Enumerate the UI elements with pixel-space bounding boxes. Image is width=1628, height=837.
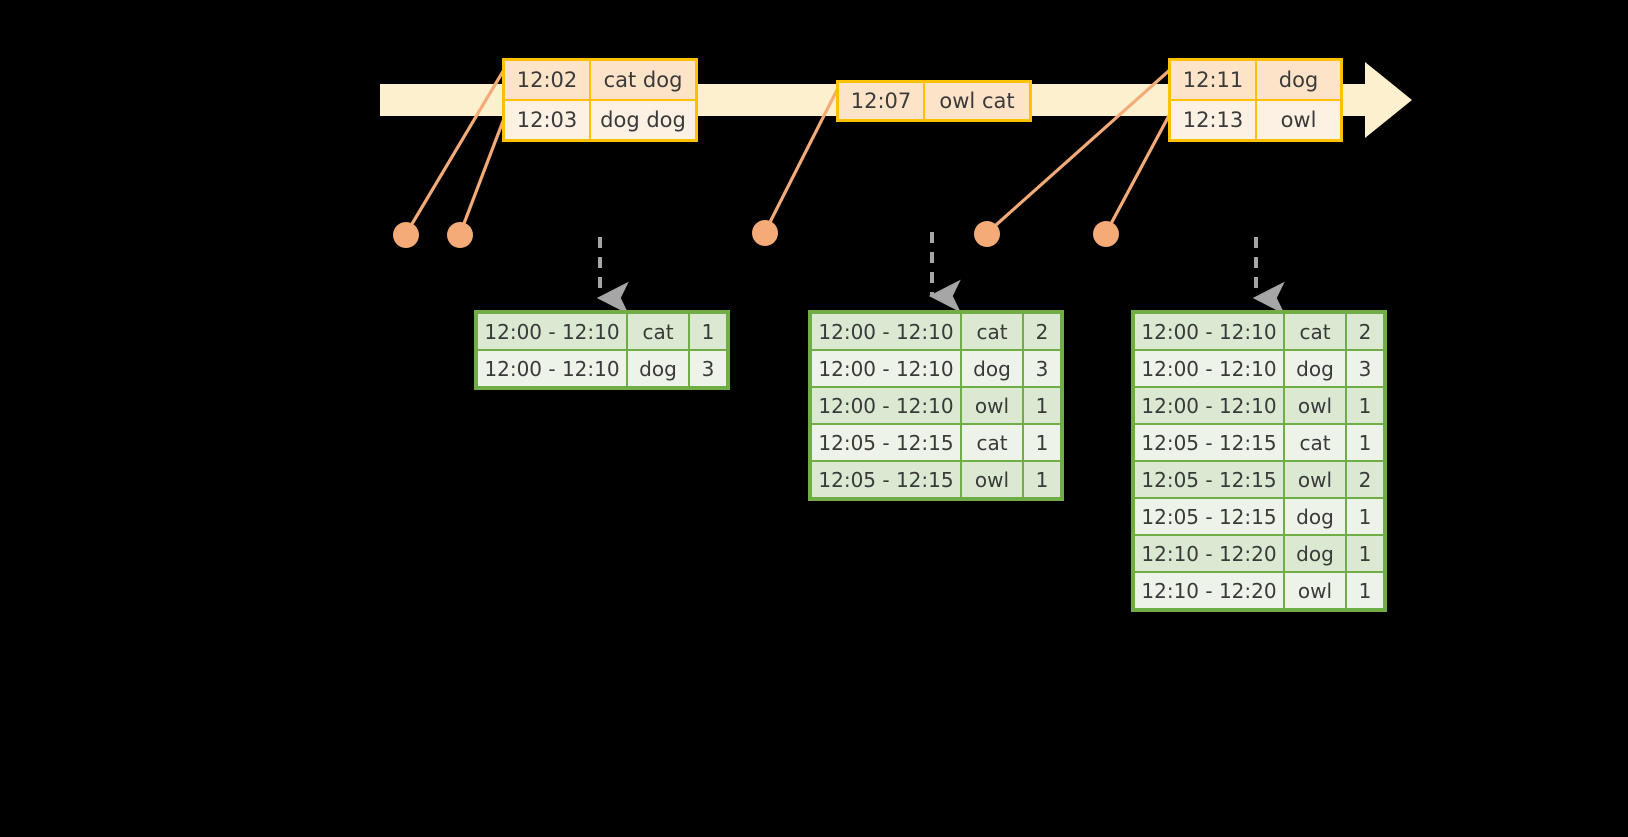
result-key: cat [1284, 424, 1346, 461]
result-key: dog [1284, 498, 1346, 535]
event-words: owl [1257, 101, 1340, 139]
result-count: 1 [1023, 461, 1061, 498]
result-window: 12:05 - 12:15 [811, 424, 961, 461]
result-count: 3 [1346, 350, 1384, 387]
result-count: 2 [1346, 313, 1384, 350]
result-window: 12:00 - 12:10 [1134, 313, 1284, 350]
event-marker-1 [393, 222, 419, 248]
result-count: 1 [1346, 572, 1384, 609]
event-marker-5 [1093, 221, 1119, 247]
result-key: cat [627, 313, 689, 350]
event-time: 12:13 [1171, 101, 1257, 139]
result-count: 1 [1023, 424, 1061, 461]
event-words: owl cat [925, 83, 1029, 119]
result-count: 3 [1023, 350, 1061, 387]
result-count: 1 [1346, 424, 1384, 461]
event-time: 12:03 [505, 101, 591, 139]
result-key: owl [1284, 572, 1346, 609]
result-count: 1 [689, 313, 727, 350]
result-count: 2 [1023, 313, 1061, 350]
result-count: 1 [1346, 498, 1384, 535]
result-window: 12:00 - 12:10 [811, 387, 961, 424]
result-key: cat [961, 424, 1023, 461]
result-count: 1 [1346, 535, 1384, 572]
result-window: 12:05 - 12:15 [1134, 424, 1284, 461]
result-window: 12:00 - 12:10 [1134, 350, 1284, 387]
result-window: 12:05 - 12:15 [1134, 498, 1284, 535]
event-words: cat dog [591, 61, 695, 99]
result-count: 1 [1023, 387, 1061, 424]
event-time: 12:02 [505, 61, 591, 99]
event-time: 12:11 [1171, 61, 1257, 99]
result-key: owl [1284, 387, 1346, 424]
result-key: dog [1284, 535, 1346, 572]
result-window: 12:10 - 12:20 [1134, 572, 1284, 609]
event-marker-3 [752, 220, 778, 246]
result-window: 12:05 - 12:15 [1134, 461, 1284, 498]
result-key: dog [627, 350, 689, 387]
result-key: owl [961, 387, 1023, 424]
result-key: dog [961, 350, 1023, 387]
result-window: 12:00 - 12:10 [811, 350, 961, 387]
result-window: 12:00 - 12:10 [1134, 387, 1284, 424]
result-window: 12:00 - 12:10 [811, 313, 961, 350]
event-time: 12:07 [839, 83, 925, 119]
emit-arrows [596, 232, 1285, 315]
event-marker-4 [974, 221, 1000, 247]
event-markers [393, 220, 1119, 248]
result-window: 12:10 - 12:20 [1134, 535, 1284, 572]
event-words: dog dog [591, 101, 695, 139]
event-marker-2 [447, 222, 473, 248]
result-window: 12:00 - 12:10 [477, 350, 627, 387]
result-key: owl [961, 461, 1023, 498]
result-key: dog [1284, 350, 1346, 387]
result-key: cat [1284, 313, 1346, 350]
result-key: cat [961, 313, 1023, 350]
result-count: 1 [1346, 387, 1384, 424]
result-window: 12:05 - 12:15 [811, 461, 961, 498]
result-count: 3 [689, 350, 727, 387]
event-words: dog [1257, 61, 1340, 99]
result-window: 12:00 - 12:10 [477, 313, 627, 350]
result-count: 2 [1346, 461, 1384, 498]
result-key: owl [1284, 461, 1346, 498]
